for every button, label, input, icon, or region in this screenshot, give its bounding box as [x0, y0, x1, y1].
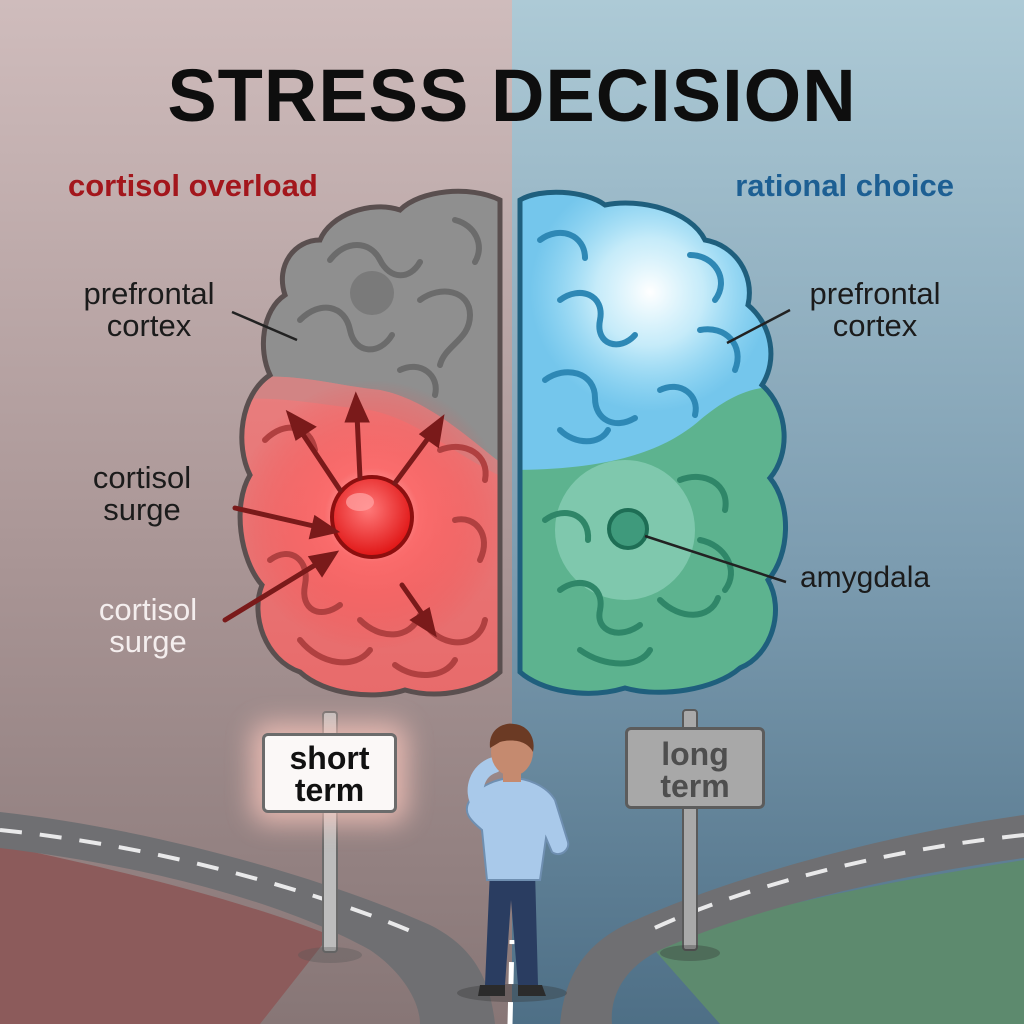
right-prefrontal-label: prefrontal cortex: [790, 278, 960, 341]
leader-lines: [231, 308, 791, 584]
label-line: prefrontal: [83, 276, 215, 311]
sign-line: term: [660, 768, 730, 804]
label-line: surge: [103, 491, 181, 527]
person-figure: [457, 723, 570, 1002]
left-heading: cortisol overload: [68, 168, 318, 203]
sign-line: long: [661, 736, 729, 772]
cortisol-surge-label: cortisol surge: [82, 462, 202, 525]
sign-line: short: [289, 740, 370, 776]
cortisol-surge-label-secondary: cortisol surge: [88, 594, 208, 657]
long-term-sign: long term: [625, 727, 765, 809]
label-line: cortex: [832, 307, 918, 343]
left-prefrontal-label: prefrontal cortex: [70, 278, 228, 341]
label-line: prefrontal: [809, 276, 941, 311]
cortisol-arrows: [222, 391, 445, 638]
label-line: cortex: [106, 307, 192, 343]
label-line: cortisol: [92, 460, 192, 495]
calm-brain-hemisphere: [517, 189, 788, 696]
right-heading: rational choice: [735, 168, 954, 203]
cortisol-core: [330, 475, 414, 559]
label-line: surge: [109, 623, 187, 659]
short-term-sign: short term: [262, 733, 397, 813]
label-line: cortisol: [98, 592, 198, 627]
sign-line: term: [294, 772, 365, 808]
page-title: STRESS DECISION: [167, 54, 857, 137]
amygdala-label: amygdala: [800, 561, 931, 594]
